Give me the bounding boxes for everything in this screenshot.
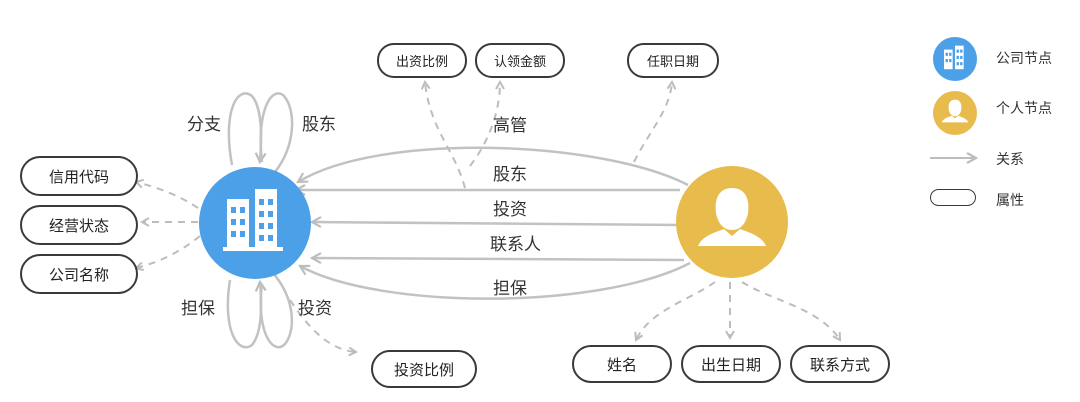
building-icon [944, 45, 964, 70]
legend-attribute-swatch [930, 189, 976, 206]
edge-gaoguan [296, 146, 689, 187]
person-icon [698, 188, 766, 246]
legend-company-label: 公司节点 [996, 51, 1052, 67]
edge-danbao [298, 261, 691, 300]
company-attr-name[interactable]: 公司名称 [20, 254, 138, 294]
company-attr-credit-code[interactable]: 信用代码 [20, 156, 138, 196]
legend-person-swatch [933, 91, 977, 135]
self-edge-label-branch: 分支 [187, 115, 221, 135]
edge-attr-claimed-amount[interactable]: 认领金额 [475, 43, 565, 78]
company-node[interactable] [199, 167, 311, 279]
self-loop-top-1 [227, 92, 267, 166]
legend: 公司节点 个人节点 关系 属性 [920, 30, 1070, 220]
self-loop-bottom-1 [226, 279, 267, 349]
company-self-loops [226, 92, 294, 349]
edge-attr-contribution-ratio[interactable]: 出资比例 [377, 43, 467, 78]
legend-attribute-label: 属性 [996, 193, 1024, 209]
person-attr-birthdate[interactable]: 出生日期 [681, 345, 781, 383]
person-attr-name[interactable]: 姓名 [572, 345, 672, 383]
relation-edges [293, 146, 691, 300]
building-icon [223, 189, 283, 251]
self-edge-label-guarantee: 担保 [181, 299, 215, 319]
edge-attr-tenure-date[interactable]: 任职日期 [627, 43, 719, 78]
edge-label-shareholder: 股东 [493, 165, 527, 185]
edge-label-invest: 投资 [493, 200, 527, 220]
edge-lianxiren [309, 252, 685, 265]
edge-touzi [309, 216, 681, 229]
legend-relation-label: 关系 [996, 152, 1024, 168]
edge-label-guarantee: 担保 [493, 279, 527, 299]
legend-person-label: 个人节点 [996, 101, 1052, 117]
person-node[interactable] [676, 166, 788, 278]
legend-company-swatch [933, 37, 977, 81]
person-icon [941, 99, 969, 123]
attribute-connectors [136, 82, 840, 352]
company-invest-ratio[interactable]: 投资比例 [371, 350, 477, 388]
edge-label-contact: 联系人 [490, 235, 541, 255]
self-loop-bottom-2 [259, 271, 294, 349]
edge-label-executive: 高管 [493, 116, 527, 136]
self-edge-label-shareholder: 股东 [302, 115, 336, 135]
self-loop-top-2 [259, 92, 294, 173]
company-attr-status[interactable]: 经营状态 [20, 205, 138, 245]
person-attr-contact[interactable]: 联系方式 [790, 345, 890, 383]
self-edge-label-invest: 投资 [298, 299, 332, 319]
